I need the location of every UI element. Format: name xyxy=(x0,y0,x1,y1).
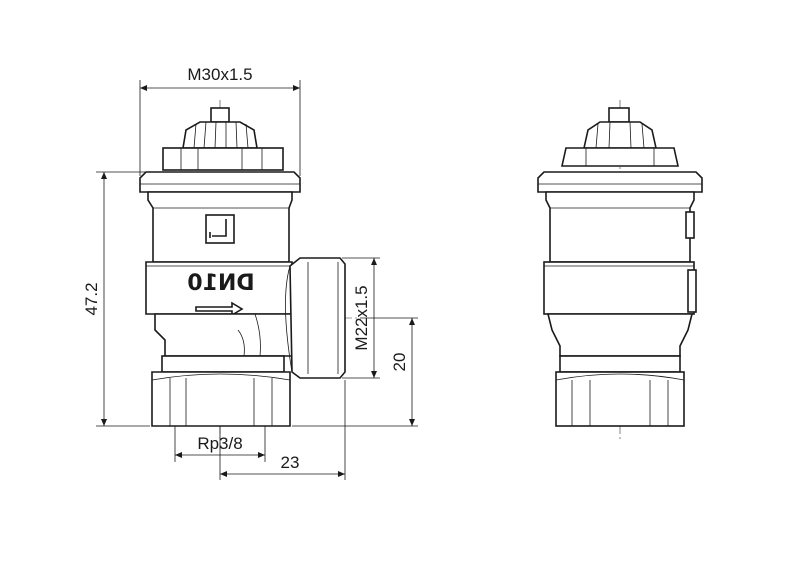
dim-outlet-thread: M22x1.5 xyxy=(352,285,371,350)
dim-offset: 23 xyxy=(281,453,300,472)
side-view xyxy=(537,100,703,440)
front-view xyxy=(139,100,360,450)
dim-height: 47.2 xyxy=(82,282,101,315)
dim-thread-top: M30x1.5 xyxy=(187,65,252,84)
dim-inlet-thread: Rp3/8 xyxy=(197,434,242,453)
body-marking: DN10 xyxy=(187,271,254,296)
dimension-lines xyxy=(96,80,418,480)
dim-outlet-height: 20 xyxy=(390,353,409,372)
